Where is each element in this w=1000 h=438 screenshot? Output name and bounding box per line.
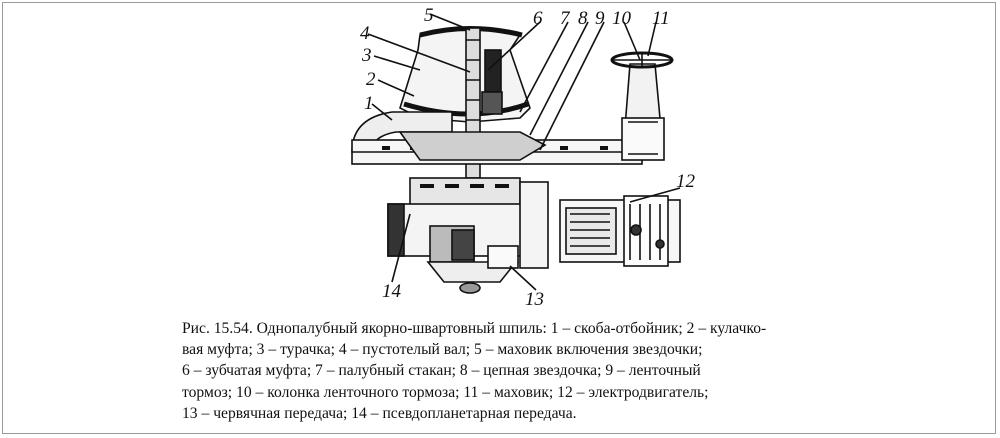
figure-caption: Рис. 15.54. Однопалубный якорно-швартовн…: [182, 318, 872, 424]
callout-11: 11: [652, 8, 670, 29]
callout-6: 6: [533, 8, 543, 29]
callout-14: 14: [382, 281, 401, 302]
callout-8: 8: [578, 8, 588, 29]
caption-line: 13 – червячная передача; 14 – псевдоплан…: [182, 404, 577, 422]
callout-13: 13: [525, 289, 544, 310]
callout-1: 1: [364, 93, 374, 114]
caption-line: Рис. 15.54. Однопалубный якорно-швартовн…: [182, 320, 767, 337]
caption-line: 6 – зубчатая муфта; 7 – палубный стакан;…: [182, 362, 701, 380]
callout-3: 3: [362, 45, 372, 66]
callout-7: 7: [560, 8, 570, 29]
callout-9: 9: [595, 8, 605, 29]
callout-12: 12: [676, 171, 695, 192]
callout-10: 10: [612, 8, 631, 29]
caption-line: тормоз; 10 – колонка ленточного тормоза;…: [182, 383, 709, 401]
callout-5: 5: [424, 5, 434, 26]
callout-2: 2: [366, 69, 376, 90]
callout-4: 4: [360, 23, 370, 44]
caption-line: вая муфта; 3 – турачка; 4 – пустотелый в…: [182, 341, 703, 359]
